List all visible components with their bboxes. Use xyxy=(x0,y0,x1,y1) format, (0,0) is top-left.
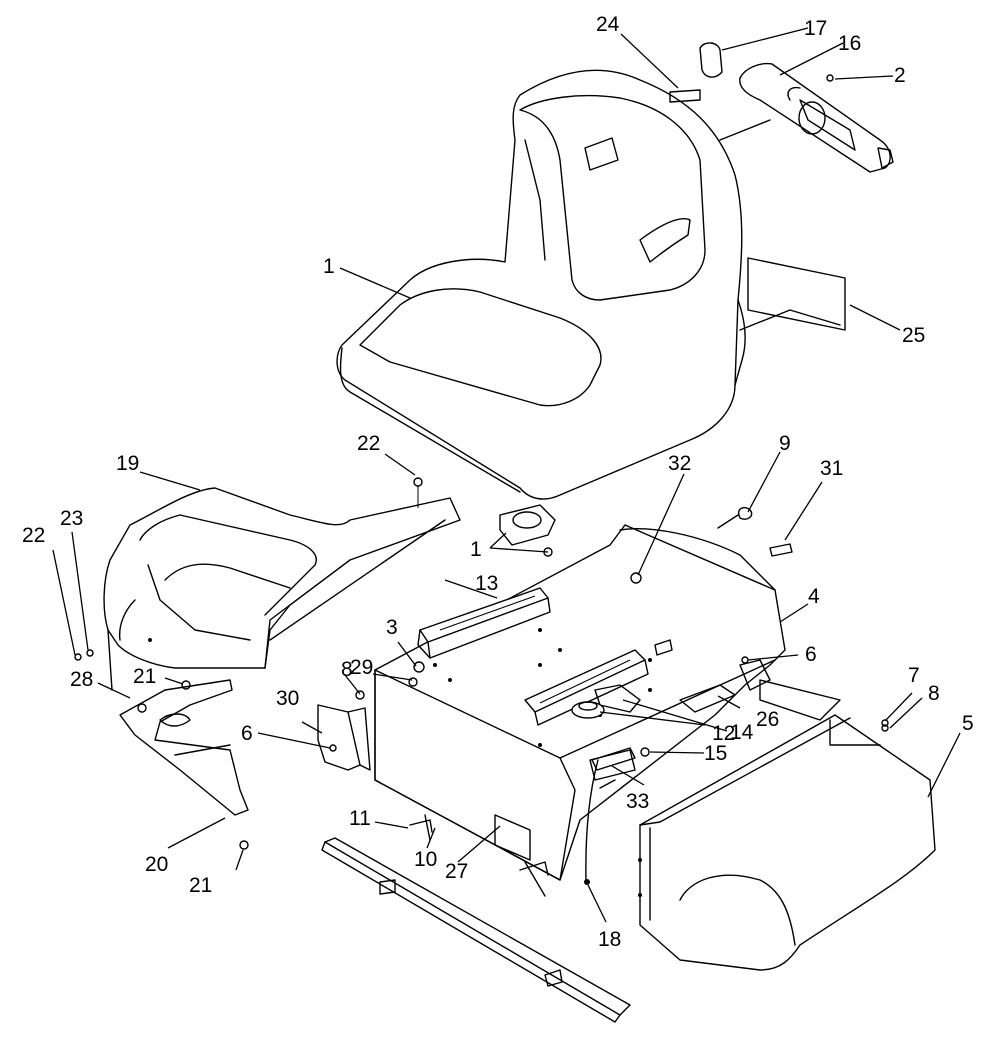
callout-5: 5 xyxy=(962,712,974,735)
clip-near-32 xyxy=(654,639,673,656)
callout-9: 9 xyxy=(779,432,791,455)
callout-23: 23 xyxy=(60,507,83,530)
callout-2: 2 xyxy=(894,64,906,87)
tow-bar xyxy=(321,814,631,1023)
callout-17: 17 xyxy=(804,17,827,40)
callout-28: 28 xyxy=(70,668,93,691)
callout-29: 29 xyxy=(350,656,373,679)
callout-6a: 6 xyxy=(805,643,817,666)
bolt-31 xyxy=(769,543,793,557)
callout-15: 15 xyxy=(704,742,727,765)
plate-33 xyxy=(591,747,636,771)
callout-3: 3 xyxy=(386,616,398,639)
callout-14: 14 xyxy=(730,721,754,744)
callout-33: 33 xyxy=(626,790,649,813)
strap-18 xyxy=(585,759,599,881)
callout-8b: 8 xyxy=(928,682,940,705)
knob-12 xyxy=(571,701,605,719)
callout-22b: 22 xyxy=(22,524,45,547)
callout-10: 10 xyxy=(414,848,437,871)
seat xyxy=(336,69,841,557)
callout-1b: 1 xyxy=(470,538,482,561)
callout-16: 16 xyxy=(838,32,861,55)
decal-25 xyxy=(747,257,846,331)
callout-8a: 8 xyxy=(341,658,353,681)
callout-labels: 1 1 2 3 4 5 6 6 7 8 8 9 10 11 12 13 14 1… xyxy=(22,13,974,951)
left-fender xyxy=(103,487,461,691)
panel-30 xyxy=(317,704,371,771)
callout-12: 12 xyxy=(712,722,735,745)
callout-11: 11 xyxy=(349,807,371,830)
callout-13: 13 xyxy=(475,572,498,595)
callout-27: 27 xyxy=(445,860,468,883)
callout-21b: 21 xyxy=(189,874,212,897)
callout-25: 25 xyxy=(902,324,925,347)
callout-31: 31 xyxy=(820,457,843,480)
seat-rail-14 xyxy=(524,649,649,726)
callout-32: 32 xyxy=(668,452,691,475)
plate-26 xyxy=(679,684,736,713)
callout-20: 20 xyxy=(145,853,168,876)
callout-19: 19 xyxy=(116,452,139,475)
tube-assembly xyxy=(699,42,894,173)
callout-21a: 21 xyxy=(133,665,156,688)
pin-9 xyxy=(717,506,753,529)
side-bracket xyxy=(119,679,249,816)
callout-26: 26 xyxy=(756,708,779,731)
callout-22a: 22 xyxy=(357,432,380,455)
seat-rail-13 xyxy=(417,587,551,659)
callout-7: 7 xyxy=(908,664,920,687)
leader-lines xyxy=(52,27,961,923)
right-fender xyxy=(638,679,936,971)
nut-32 xyxy=(630,572,642,584)
callout-1a: 1 xyxy=(323,255,335,278)
callout-24: 24 xyxy=(596,13,620,36)
callout-4: 4 xyxy=(808,585,820,608)
callout-6b: 6 xyxy=(241,722,253,745)
decal-24 xyxy=(669,89,701,103)
callout-30: 30 xyxy=(276,687,299,710)
callout-18: 18 xyxy=(598,928,621,951)
